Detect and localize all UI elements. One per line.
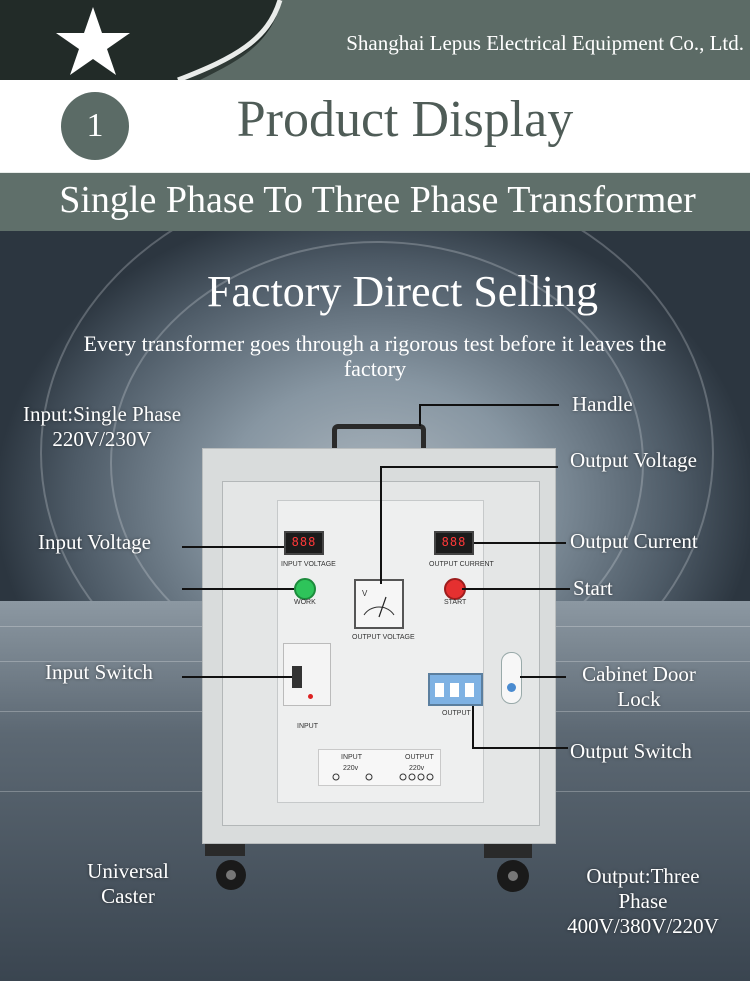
work-leader [182,588,294,590]
terminal-output-label: OUTPUT [405,754,434,761]
input-spec: Input:Single Phase 220V/230V [6,402,198,452]
output-spec-line: Output:Three [586,864,700,888]
caster-wheel [497,860,529,892]
input-spec-line: 220V/230V [52,427,152,451]
lock-keyhole-icon [507,683,516,692]
input-tag: INPUT [297,723,318,730]
label-input-switch: Input Switch [45,660,153,684]
caster-bracket [484,844,532,858]
label-line: Cabinet Door [582,662,696,686]
input-breaker[interactable] [283,643,331,706]
label-output-switch: Output Switch [570,739,692,763]
input-meter-readout: 888 [291,535,317,549]
output-breaker[interactable] [428,673,483,706]
caster-hub [508,871,518,881]
terminal-output-voltage: 220v [409,765,425,772]
header-decoration [0,0,750,80]
start-leader [462,588,570,590]
intro-text: Every transformer goes through a rigorou… [83,331,667,381]
gauge-dial-icon [363,596,395,618]
label-start: Start [573,576,613,600]
output-tag: OUTPUT [442,710,471,717]
breaker-lever[interactable] [450,683,459,697]
output-spec: Output:Three Phase 400V/380V/220V [548,864,738,939]
output-voltage-gauge: V [354,579,404,629]
output-spec-line: Phase [618,889,668,913]
handle-leader [419,404,559,406]
caster-wheel [216,860,246,890]
label-line: Caster [101,884,155,908]
breaker-lever[interactable] [435,683,444,697]
input-voltage-meter: 888 [284,531,324,555]
output-voltage-leader [380,466,382,584]
terminal-screws-icon [332,773,434,781]
output-spec-line: 400V/380V/220V [567,914,719,938]
input-switch-leader [182,676,292,678]
work-indicator-light [294,578,316,600]
output-voltage-leader [380,466,558,468]
terminal-input-label: INPUT [341,754,362,761]
output-meter-readout: 888 [441,535,467,549]
output-current-leader [474,542,566,544]
input-voltage-tag: INPUT VOLTAGE [281,561,336,568]
label-universal-caster: Universal Caster [68,859,188,909]
product-photo [0,231,750,981]
output-current-tag: OUTPUT CURRENT [429,561,494,568]
caster-hub [226,870,236,880]
work-tag: WORK [294,599,316,606]
start-tag: START [444,599,467,606]
breaker-lever[interactable] [465,683,474,697]
input-spec-line: Input:Single Phase [22,402,182,426]
label-input-voltage: Input Voltage [38,530,151,554]
product-subtitle: Single Phase To Three Phase Transformer [59,179,696,221]
input-voltage-leader [182,546,284,548]
handle-leader [419,404,421,426]
output-current-meter: 888 [434,531,474,555]
header-bar [0,0,750,80]
section-number-badge: 1 [61,92,129,160]
caster-bracket [205,844,245,856]
headline: Factory Direct Selling [206,267,598,316]
section-title: Product Display [236,91,574,148]
breaker-dot [308,694,313,699]
label-output-current: Output Current [570,529,698,553]
label-cabinet-door-lock: Cabinet Door Lock [568,662,710,712]
label-line: Universal [87,859,169,883]
terminal-plate: INPUT 220v OUTPUT 220v [318,749,441,786]
cabinet-handle [332,424,426,450]
output-switch-leader [472,747,568,749]
company-name: Shanghai Lepus Electrical Equipment Co.,… [346,31,744,55]
gauge-letter: V [362,589,368,598]
subtitle-band [0,172,750,232]
cabinet-door-lock[interactable] [501,652,522,704]
door-lock-leader [520,676,566,678]
label-line: Lock [617,687,661,711]
terminal-input-voltage: 220v [343,765,359,772]
output-switch-leader [472,706,474,748]
star-icon [56,7,130,75]
label-output-voltage: Output Voltage [570,448,697,472]
label-handle: Handle [572,392,633,416]
output-voltage-tag: OUTPUT VOLTAGE [352,634,415,641]
breaker-lever[interactable] [292,666,302,688]
